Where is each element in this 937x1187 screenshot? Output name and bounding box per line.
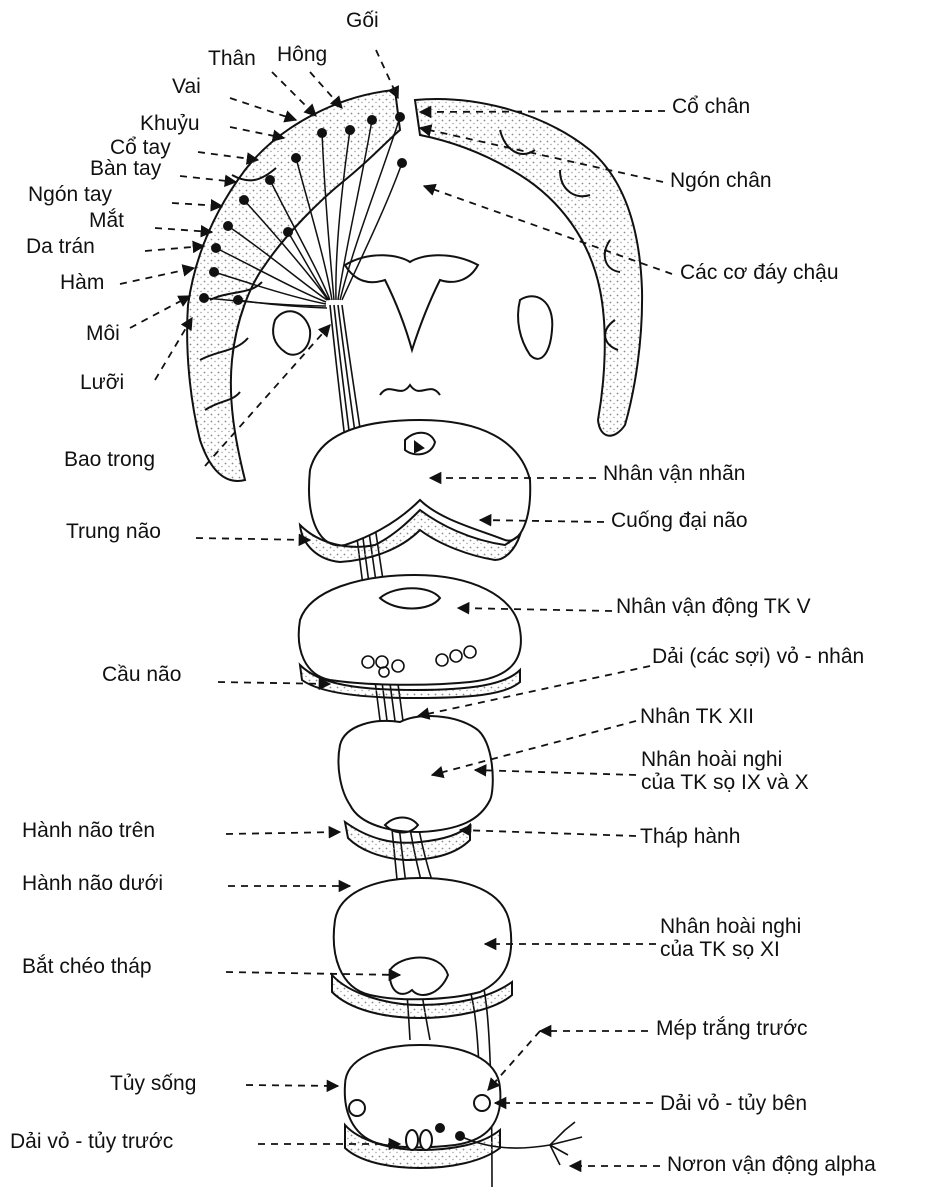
label-dai-vo-nhan: Dải (các sợi) vỏ - nhân	[652, 646, 864, 669]
label-cuong-dai-nao: Cuống đại não	[611, 510, 748, 533]
midbrain-section	[300, 420, 530, 562]
label-goi: Gối	[346, 10, 379, 33]
lateral-corticospinal-circle-left	[349, 1100, 365, 1116]
label-hanh-nao-duoi: Hành não dưới	[22, 873, 163, 896]
label-mat: Mắt	[89, 210, 124, 233]
label-thap-hanh: Tháp hành	[640, 826, 740, 849]
label-bat-cheo-thap: Bắt chéo tháp	[22, 956, 152, 979]
label-co-chan: Cổ chân	[672, 96, 750, 119]
label-mep-trang-truoc: Mép trắng trước	[656, 1018, 808, 1041]
label-noron-van-dong-alpha: Nơron vận động alpha	[667, 1154, 876, 1177]
label-ngon-chan: Ngón chân	[670, 170, 772, 193]
label-dai-vo-tuy-ben: Dải vỏ - tủy bên	[660, 1093, 807, 1116]
label-cac-co-day-chau: Các cơ đáy chậu	[680, 262, 839, 285]
lower-medulla-section	[332, 878, 512, 1018]
label-dai-vo-tuy-truoc: Dải vỏ - tủy trước	[10, 1131, 173, 1154]
third-ventricle-wave	[380, 385, 440, 395]
label-than: Thân	[208, 48, 256, 71]
left-basal-ganglia	[273, 311, 310, 354]
label-bao-trong: Bao trong	[64, 449, 155, 472]
label-nhan-hoai-nghi-xi: Nhân hoài nghi của TK sọ XI	[660, 916, 801, 961]
label-vai: Vai	[172, 76, 201, 99]
label-ham: Hàm	[60, 272, 104, 295]
lateral-ventricles	[345, 255, 478, 350]
spinal-cord-section	[345, 1045, 501, 1168]
label-khuyu: Khuỷu	[140, 113, 200, 136]
label-ngon-tay: Ngón tay	[28, 184, 112, 207]
label-nhan-tk-xii: Nhân TK XII	[640, 706, 754, 729]
right-basal-ganglia	[518, 296, 552, 359]
label-nhan-van-dong-tk-v: Nhân vận động TK V	[616, 596, 811, 619]
lateral-corticospinal-circle	[474, 1095, 490, 1111]
label-da-tran: Da trán	[26, 236, 95, 259]
label-moi: Môi	[86, 323, 120, 346]
label-luoi: Lưỡi	[80, 372, 124, 395]
right-cortex-band	[415, 99, 642, 436]
label-hong: Hông	[277, 44, 327, 67]
label-hanh-nao-tren: Hành não trên	[22, 820, 155, 843]
left-cortex-band	[187, 90, 400, 481]
label-tuy-song: Tủy sống	[110, 1073, 196, 1096]
pons-section	[299, 575, 521, 698]
label-trung-nao: Trung não	[66, 521, 161, 544]
label-cau-nao: Cầu não	[102, 664, 181, 687]
upper-medulla-section	[338, 716, 492, 860]
label-ban-tay: Bàn tay	[90, 158, 161, 181]
label-nhan-van-nhan: Nhân vận nhãn	[603, 463, 745, 486]
label-nhan-hoai-nghi-ix-x: Nhân hoài nghi của TK sọ IX và X	[641, 749, 809, 794]
